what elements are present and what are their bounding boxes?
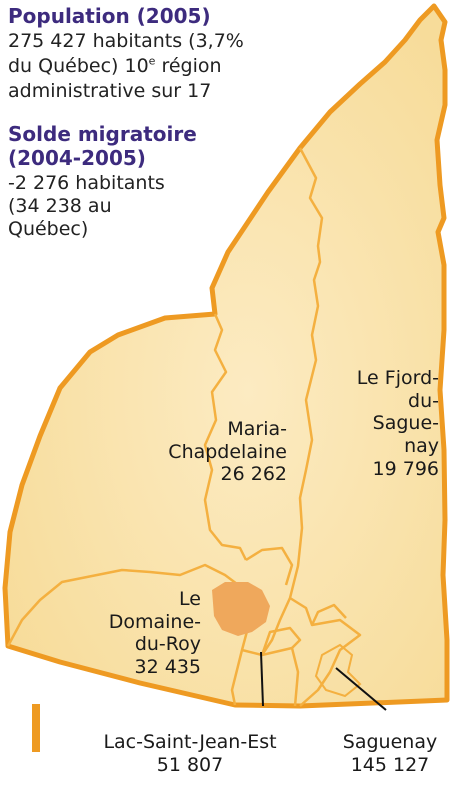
migration-title-1: Solde migratoire <box>8 122 197 146</box>
region-map <box>2 3 450 752</box>
lac-saint-jean-est-pointer <box>260 651 264 707</box>
mrc-borders <box>6 147 362 707</box>
population-line2: du Québec) 10e région <box>8 54 222 77</box>
saguenay-pointer <box>335 667 387 711</box>
population-line3: administrative sur 17 <box>8 80 212 102</box>
region-outline <box>2 3 450 709</box>
population-line1: 275 427 habitants (3,7% <box>8 30 244 52</box>
migration-value: -2 276 habitants (34 238 au Québec) <box>8 172 165 240</box>
population-title: Population (2005) <box>8 4 211 28</box>
saguenay-outline <box>314 643 362 698</box>
lac-saint-jean-highlight <box>212 582 270 636</box>
migration-title-2: (2004-2005) <box>8 146 146 170</box>
accent-bar <box>32 704 40 752</box>
